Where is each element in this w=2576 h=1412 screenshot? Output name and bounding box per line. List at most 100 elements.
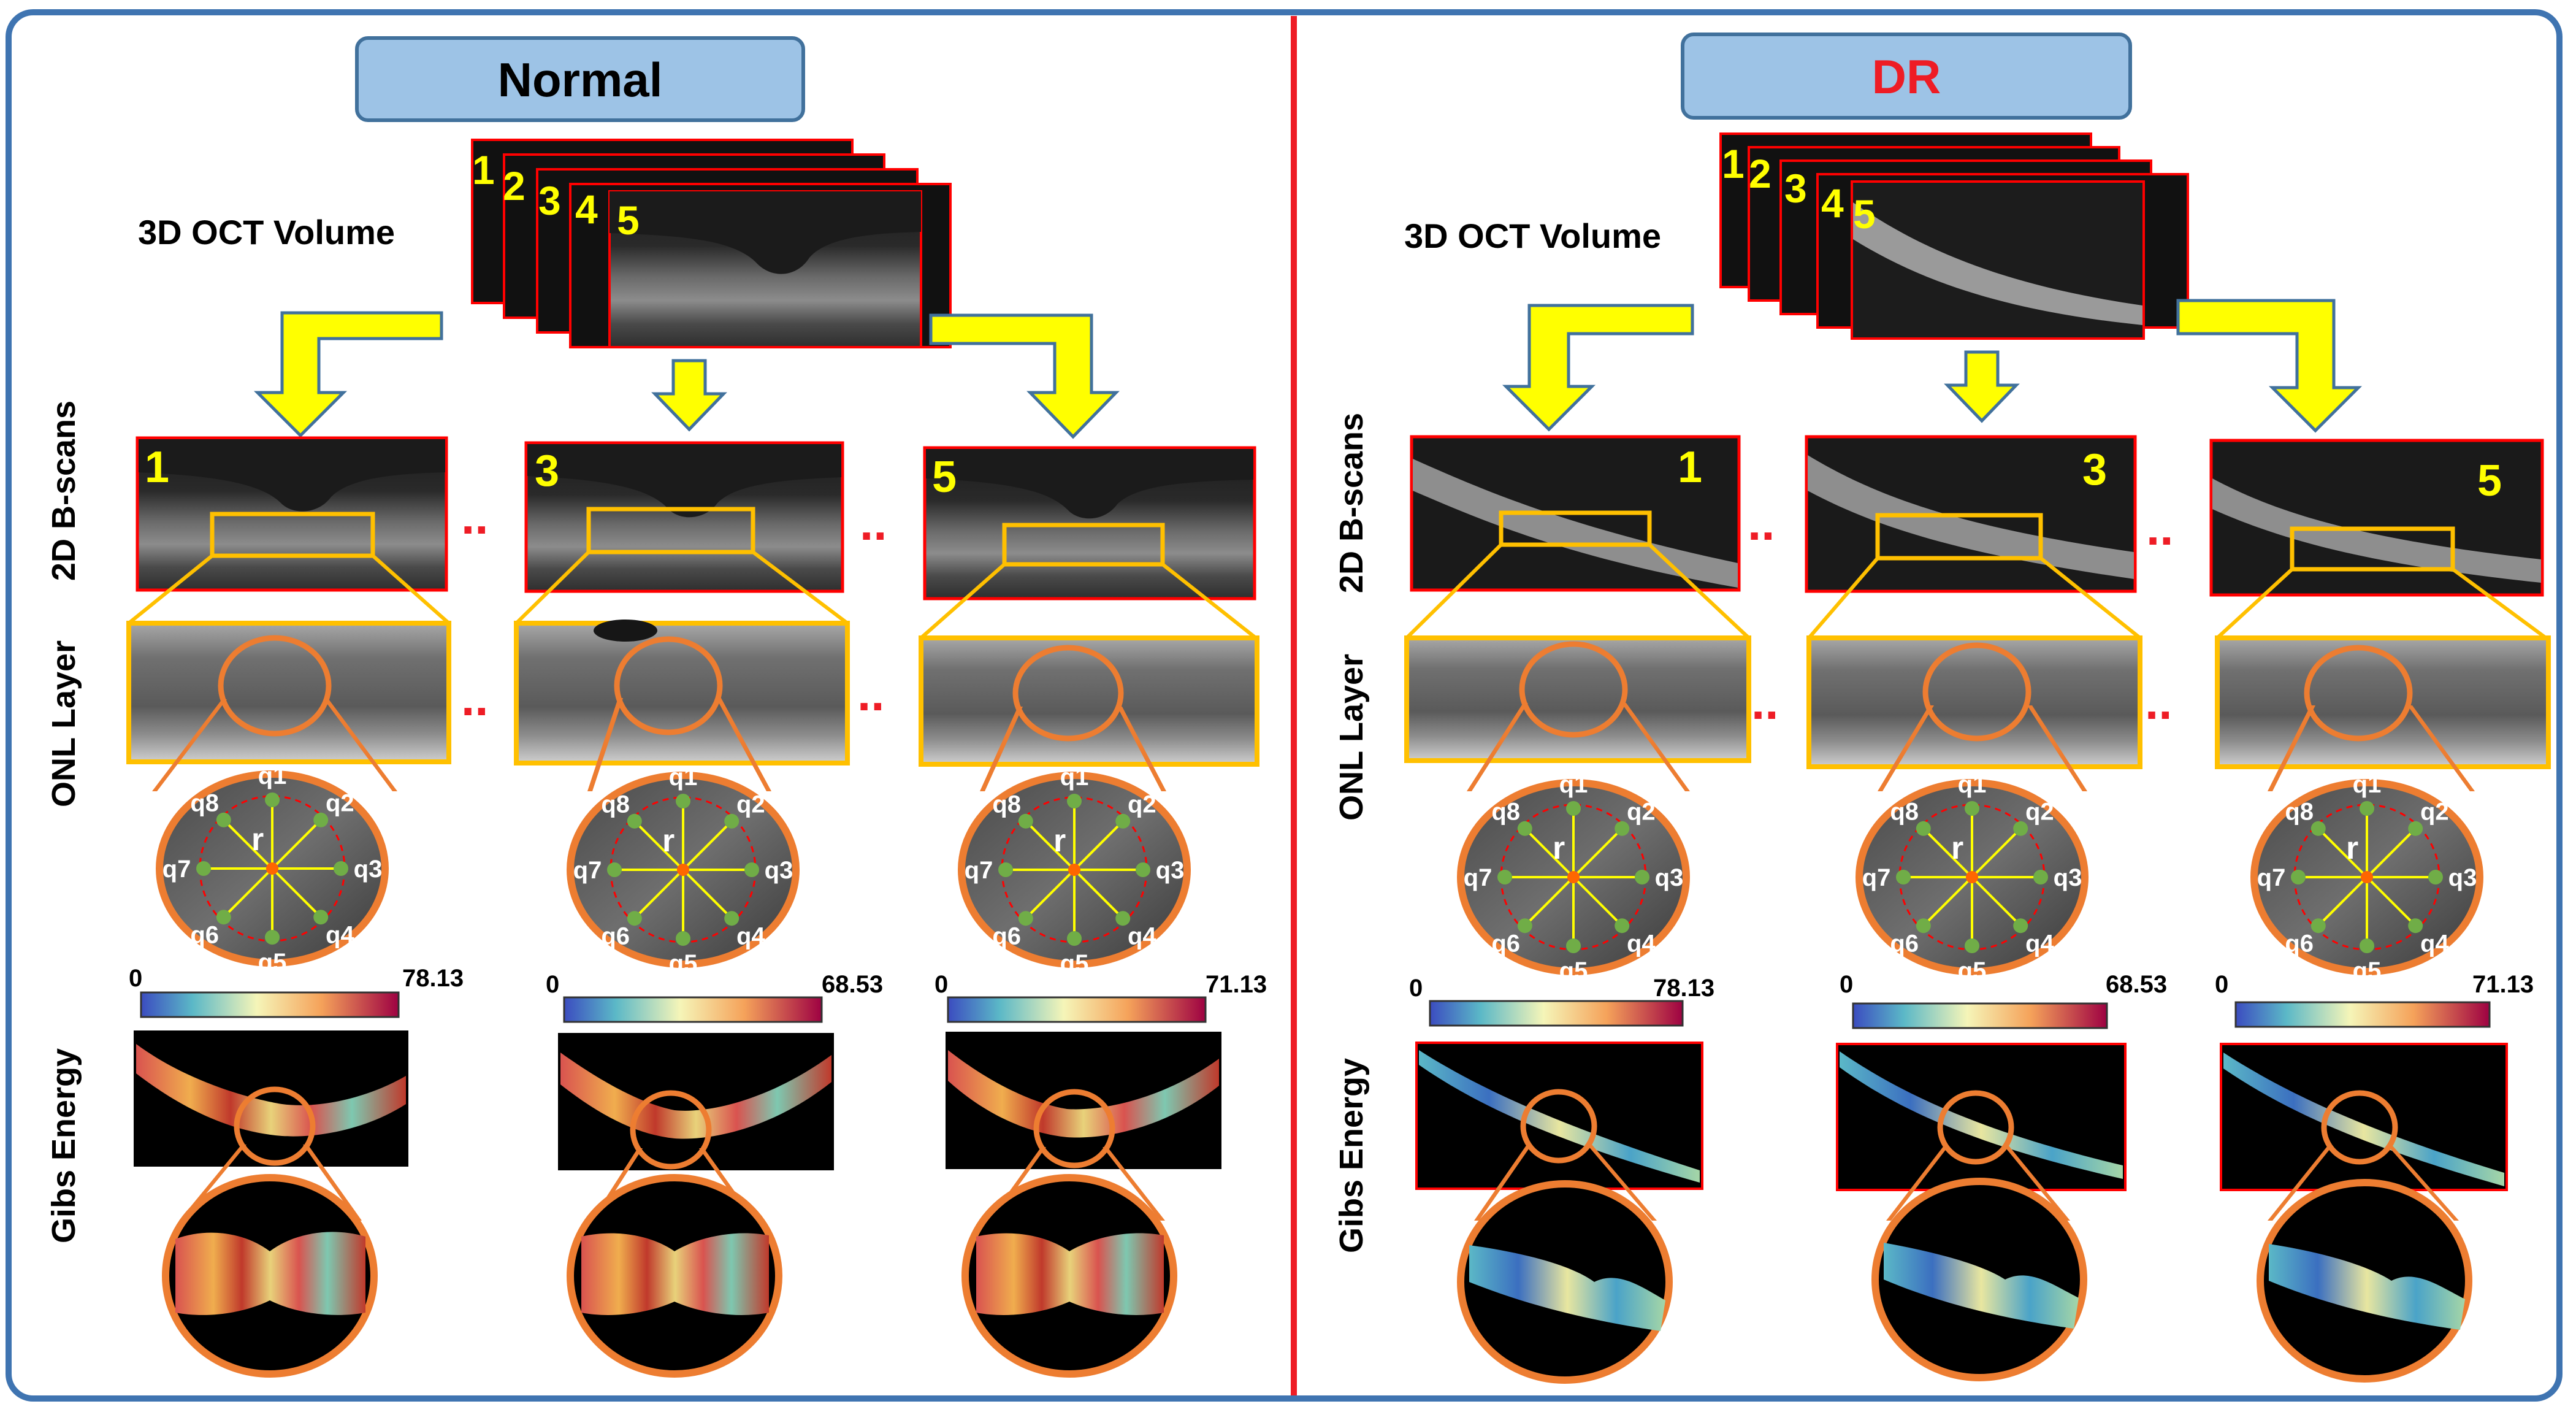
center-label: r	[251, 822, 264, 858]
row-label-onl: ONL Layer	[45, 640, 82, 807]
center-label: r	[1553, 831, 1565, 866]
neighbor-label: q8	[992, 791, 1021, 818]
gibbs-zoom-disc	[2257, 1179, 2472, 1383]
neighbor-label: q3	[1655, 864, 1684, 891]
svg-text:Gibs Energy: Gibs Energy	[1333, 1058, 1370, 1253]
gibbs-map-1	[134, 1030, 408, 1167]
neighbor-point	[627, 911, 642, 926]
neighbor-label: q3	[1156, 857, 1185, 884]
row-label-gibs: Gibs Energy	[45, 1048, 82, 1243]
neighbor-label: q3	[765, 857, 793, 884]
ellipsis: ..	[461, 671, 488, 726]
gibbs-zoom-disc	[1871, 1178, 2087, 1381]
neighbor-ray	[2317, 827, 2368, 878]
neighbor-point	[313, 812, 329, 827]
normal-panel: Normal 3D OCT Volume 1 2 3 4 5 2D B-scan…	[45, 36, 1267, 1378]
svg-text:5: 5	[1853, 191, 1876, 237]
neighbor-ray	[1524, 876, 1575, 927]
neighbor-ray	[1025, 869, 1076, 919]
neighbor-point	[2013, 918, 2028, 934]
slice-number: 2	[503, 163, 526, 209]
neighbor-label: q6	[1491, 930, 1520, 957]
svg-text:0: 0	[2215, 971, 2228, 998]
neighbor-point	[744, 862, 759, 877]
neighbor-label: q6	[992, 923, 1021, 950]
center-pixel	[1567, 871, 1580, 883]
normal-title-box	[355, 36, 805, 122]
slice-number: 3	[538, 178, 561, 223]
neighbor-point	[265, 930, 280, 945]
neighbor-point	[1916, 821, 1931, 836]
neighbor-label: q8	[601, 791, 630, 818]
svg-text:..: ..	[2145, 675, 2172, 729]
neighbor-ray	[1524, 827, 1575, 878]
arrow-center	[651, 359, 727, 432]
gibbs-map-3	[558, 1033, 834, 1170]
svg-text:78.13: 78.13	[1653, 975, 1714, 1002]
neighbor-ray	[2366, 827, 2417, 878]
neighbor-point	[998, 862, 1013, 877]
colorbar-5: 0 71.13	[2215, 971, 2534, 1028]
svg-text:4: 4	[1821, 180, 1844, 226]
neighbor-point	[676, 794, 690, 808]
center-pixel	[2361, 871, 2373, 883]
svg-text:5: 5	[2477, 456, 2502, 505]
neighbor-point	[2408, 918, 2423, 934]
neighbor-ray	[633, 869, 684, 919]
colorbar-3: 0 68.53	[1840, 971, 2167, 1029]
svg-text:2: 2	[1749, 151, 1771, 196]
roi-box	[1875, 513, 2043, 561]
arrow-left	[253, 311, 443, 438]
svg-text:3: 3	[2082, 445, 2107, 494]
neighbor-label: q2	[1128, 791, 1156, 818]
gibbs-zoom-disc	[162, 1174, 378, 1378]
neighbor-label: q4	[2420, 930, 2449, 957]
bscan-5: 5	[2209, 439, 2544, 597]
bscan-5: 5	[923, 446, 1256, 600]
roi-box	[210, 512, 375, 558]
neighbor-label: q8	[1491, 799, 1520, 826]
neighbor-label: q8	[1890, 799, 1919, 826]
neighbor-label: q5	[669, 950, 698, 977]
neighbor-label: q2	[326, 790, 354, 817]
svg-text:68.53: 68.53	[2106, 971, 2167, 998]
neighbor-label: q1	[1559, 771, 1588, 798]
neighbor-point	[724, 911, 740, 926]
colorbar-5: 0 71.13	[934, 971, 1267, 1023]
volume-label: 3D OCT Volume	[138, 213, 395, 251]
neighbor-label: q2	[736, 791, 765, 818]
neighbor-point	[216, 812, 231, 827]
onl-crop-3	[514, 620, 850, 765]
neighbor-ray	[1073, 869, 1124, 919]
neighbor-ray	[1572, 827, 1623, 878]
gibbs-zoom-disc	[1457, 1180, 1673, 1384]
svg-text:71.13: 71.13	[1206, 971, 1267, 998]
dr-panel: DR 3D OCT Volume 1 2 3 4 5 2D B-scans ON…	[1333, 33, 2551, 1384]
neighbor-ray	[1073, 820, 1124, 871]
neighbor-point	[1566, 801, 1581, 816]
dr-title-box	[1681, 33, 2132, 120]
neighbor-ray	[2366, 876, 2417, 927]
neighbor-label: q7	[1464, 864, 1492, 891]
scan-number: 3	[535, 447, 559, 496]
neighbor-label: q3	[354, 856, 383, 883]
svg-text:..: ..	[2146, 501, 2173, 555]
neighbor-ray	[1572, 876, 1623, 927]
neighbor-point	[1136, 862, 1150, 877]
neighbor-point	[1965, 801, 1979, 816]
gibbs-map-1	[1415, 1042, 1703, 1190]
center-pixel	[266, 862, 278, 875]
scan-number: 1	[145, 443, 169, 492]
neighbor-ray	[1922, 827, 1973, 878]
fovea-dip	[610, 191, 921, 274]
neighbor-ray	[223, 819, 273, 870]
neighbor-point	[1115, 813, 1131, 829]
neighbor-label: q4	[1128, 923, 1156, 950]
neighbor-ray	[633, 820, 684, 871]
neighbor-point	[1067, 794, 1082, 808]
onl-crop-5	[2215, 635, 2551, 769]
svg-text:2D B-scans: 2D B-scans	[1333, 413, 1370, 593]
volume-label: 3D OCT Volume	[1404, 217, 1661, 255]
